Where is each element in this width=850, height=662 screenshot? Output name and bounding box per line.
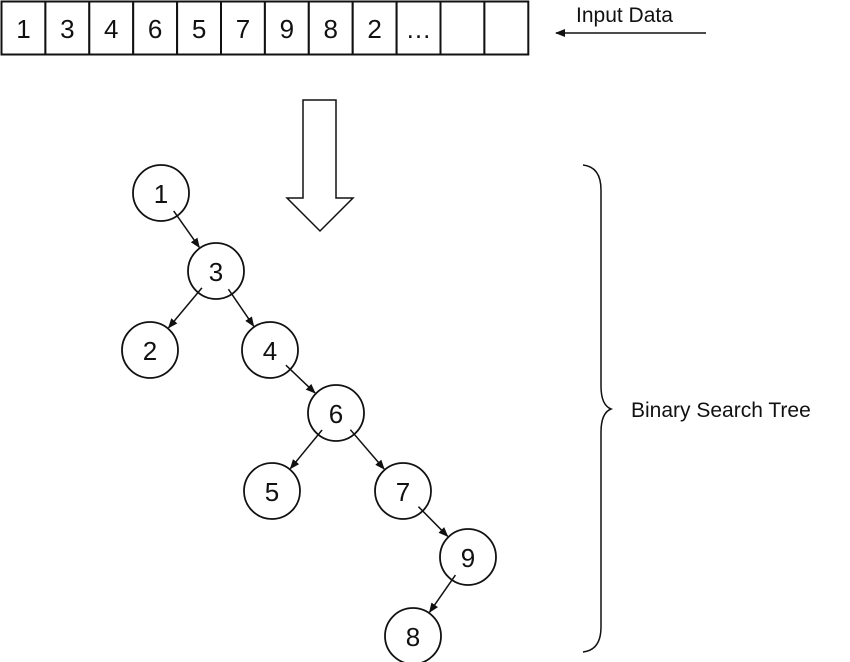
- input-data-label: Input Data: [576, 4, 673, 27]
- array-cell-box: [395, 0, 442, 56]
- tree-node-9: 9: [439, 528, 497, 586]
- array-cell-box: [263, 0, 310, 56]
- array-cell: 4: [88, 0, 135, 56]
- array-cell-value: …: [406, 14, 432, 44]
- tree-node-circle: [241, 321, 299, 379]
- array-cell-box: [176, 0, 223, 56]
- array-cell-box: [307, 0, 354, 56]
- tree-node-circle: [187, 242, 245, 300]
- tree-node-3: 3: [187, 242, 245, 300]
- array-cell-box: [439, 0, 486, 56]
- tree-node-1: 1: [132, 164, 190, 222]
- array-cell-value: 3: [60, 14, 74, 44]
- tree-edge-n3-n4: [227, 288, 255, 327]
- array-cell: [483, 0, 530, 56]
- array-cell: 7: [220, 0, 266, 56]
- tree-node-8: 8: [384, 607, 442, 662]
- array-cell: 9: [263, 0, 310, 56]
- array-cell-value: 2: [367, 14, 381, 44]
- tree-edge-n1-n3: [173, 210, 200, 249]
- array-cell-box: [220, 0, 266, 56]
- transform-down-arrow-icon: [285, 99, 355, 233]
- tree-node-circle: [121, 321, 179, 379]
- array-cell-box: [88, 0, 135, 56]
- tree-edge-n3-n2: [167, 287, 203, 329]
- tree-edge-n9-n8: [428, 574, 457, 614]
- array-cell-box: [351, 0, 398, 56]
- tree-node-value: 8: [406, 622, 420, 652]
- array-cell: 5: [176, 0, 223, 56]
- array-cell-box: [0, 0, 47, 56]
- tree-node-value: 4: [263, 336, 277, 366]
- tree-node-circle: [374, 462, 432, 520]
- tree-edge-n7-n9: [417, 506, 449, 538]
- tree-node-circle: [307, 384, 365, 442]
- array-cell: 2: [351, 0, 398, 56]
- tree-node-7: 7: [374, 462, 432, 520]
- array-cell-box: [483, 0, 530, 56]
- array-cell-value: 1: [16, 14, 30, 44]
- array-cell-value: 6: [148, 14, 162, 44]
- tree-node-circle: [384, 607, 442, 662]
- array-cell-value: 4: [104, 14, 118, 44]
- tree-node-value: 9: [461, 543, 475, 573]
- tree-node-value: 6: [329, 399, 343, 429]
- tree-node-4: 4: [241, 321, 299, 379]
- array-cell-value: 5: [192, 14, 206, 44]
- tree-node-value: 3: [209, 257, 223, 287]
- array-cell-value: 8: [324, 14, 338, 44]
- array-cell: 1: [0, 0, 47, 56]
- tree-node-value: 5: [265, 477, 279, 507]
- tree-node-6: 6: [307, 384, 365, 442]
- tree-edge-n6-n5: [289, 429, 323, 470]
- array-cell-value: 7: [236, 14, 250, 44]
- array-cell: 3: [44, 0, 91, 56]
- tree-node-5: 5: [243, 462, 301, 520]
- array-cell: [439, 0, 486, 56]
- curly-brace-icon: [582, 164, 614, 653]
- tree-node-2: 2: [121, 321, 179, 379]
- array-cell-value: 9: [280, 14, 294, 44]
- tree-edge-n6-n7: [349, 429, 385, 470]
- binary-search-tree-label: Binary Search Tree: [631, 399, 811, 422]
- tree-nodes: 1 3 2 4 6 5 7 9 8: [121, 164, 497, 662]
- tree-node-value: 2: [143, 336, 157, 366]
- tree-node-circle: [243, 462, 301, 520]
- tree-node-value: 7: [396, 477, 410, 507]
- tree-node-value: 1: [154, 179, 168, 209]
- tree-node-circle: [439, 528, 497, 586]
- input-data-annotation: Input Data: [555, 4, 706, 37]
- array-cell: …: [395, 0, 442, 56]
- array-cell: 6: [132, 0, 179, 56]
- array-cell-box: [44, 0, 91, 56]
- tree-node-circle: [132, 164, 190, 222]
- array-cell: 8: [307, 0, 354, 56]
